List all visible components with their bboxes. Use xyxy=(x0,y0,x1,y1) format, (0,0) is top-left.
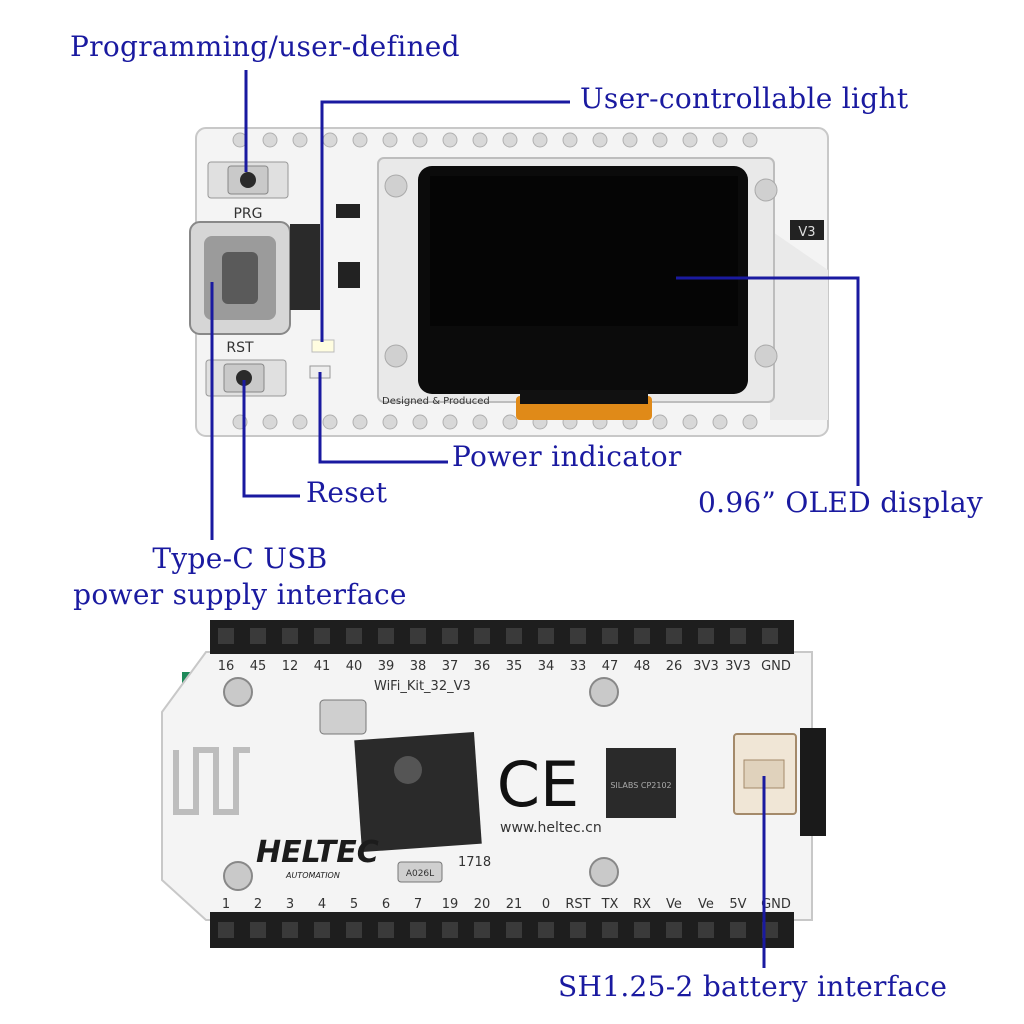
crystal-small xyxy=(397,861,443,883)
top-pin-label: 40 xyxy=(346,659,363,674)
rst-button xyxy=(205,359,287,397)
top-pin-label: 3V3 xyxy=(693,659,718,674)
top-pin-label: 45 xyxy=(250,659,267,674)
front-top-pinholes xyxy=(232,132,758,148)
bottom-pin-label: 0 xyxy=(542,897,550,912)
bottom-pin-label: 4 xyxy=(318,897,326,912)
back-board: 16 45 12 41 40 39 38 37 36 35 34 33 47 4… xyxy=(161,620,826,948)
usb-bridge-chip: SILABS CP2102 xyxy=(606,748,676,818)
top-pin-label: 37 xyxy=(442,659,459,674)
bottom-pin-labels: 1 2 3 4 5 6 7 19 20 21 0 RST TX RX Ve Ve… xyxy=(222,897,791,912)
bottom-pin-label: 3 xyxy=(286,897,294,912)
chip-silk: SILABS CP2102 xyxy=(610,781,671,790)
power-indicator-line xyxy=(318,372,448,464)
usb-label-line2: power supply interface xyxy=(73,578,407,611)
bottom-pin-label: 19 xyxy=(442,897,459,912)
bottom-pin-label: Ve xyxy=(698,897,714,912)
heltec-logo: HELTEC xyxy=(256,835,379,870)
back-bottom-header-pins xyxy=(218,922,778,938)
battery-connector xyxy=(733,733,797,815)
crystal-silk: A026L xyxy=(406,869,434,879)
oled-module xyxy=(377,157,778,420)
pcb-antenna-trace xyxy=(173,747,250,815)
top-pin-label: 34 xyxy=(538,659,555,674)
ce-mark: CE xyxy=(497,748,579,821)
bottom-pin-label: 20 xyxy=(474,897,491,912)
transistor xyxy=(336,204,360,218)
power-indicator-label: Power indicator xyxy=(452,440,682,473)
top-pin-label: 16 xyxy=(218,659,235,674)
back-usb-edge xyxy=(800,728,826,836)
top-pin-label: 26 xyxy=(666,659,683,674)
back-pcb xyxy=(161,651,813,921)
code-silk: 1718 xyxy=(458,855,491,870)
regulator xyxy=(338,262,360,288)
version-silk: V3 xyxy=(798,225,815,240)
top-pin-label: 33 xyxy=(570,659,587,674)
bottom-pin-label: 5V xyxy=(729,897,746,912)
bottom-pin-label: 6 xyxy=(382,897,390,912)
top-pin-label: GND xyxy=(761,659,791,674)
designed-silk: Designed & Produced xyxy=(382,396,490,407)
heltec-logo-sub: AUTOMATION xyxy=(285,871,340,880)
bottom-pin-label: RST xyxy=(565,897,590,912)
bottom-pin-label: 7 xyxy=(414,897,422,912)
bottom-pin-label: 2 xyxy=(254,897,262,912)
bottom-pin-label: 21 xyxy=(506,897,523,912)
oled-line xyxy=(676,276,860,486)
programming-label: Programming/user-defined xyxy=(70,30,460,63)
callout-lines xyxy=(210,70,860,968)
back-top-header-pins xyxy=(218,628,778,644)
bottom-pin-label: 5 xyxy=(350,897,358,912)
top-pin-labels: 16 45 12 41 40 39 38 37 36 35 34 33 47 4… xyxy=(218,659,791,674)
usb-label-line1: Type-C USB xyxy=(152,542,328,575)
top-pin-label: 36 xyxy=(474,659,491,674)
back-top-header xyxy=(210,620,794,654)
user-light-line xyxy=(320,100,570,342)
version-badge xyxy=(790,220,824,240)
top-pin-label: 12 xyxy=(282,659,299,674)
prg-button xyxy=(207,161,289,199)
user-light-label: User-controllable light xyxy=(580,82,909,115)
top-pin-label: 48 xyxy=(634,659,651,674)
chip-a xyxy=(290,224,320,310)
top-pin-label: 47 xyxy=(602,659,619,674)
rst-silk: RST xyxy=(226,340,254,356)
top-pin-label: 39 xyxy=(378,659,395,674)
url-silk: www.heltec.cn xyxy=(500,820,602,836)
back-bottom-header xyxy=(210,912,794,948)
oled-label: 0.96” OLED display xyxy=(698,486,983,519)
model-silk: WiFi_Kit_32_V3 xyxy=(374,679,471,694)
crystal xyxy=(319,699,367,735)
reset-label: Reset xyxy=(306,476,388,509)
mount-screws xyxy=(223,677,619,891)
prg-silk: PRG xyxy=(233,206,262,222)
esp32-chip xyxy=(354,731,482,853)
bottom-pin-label: GND xyxy=(761,897,791,912)
top-pin-label: 41 xyxy=(314,659,331,674)
bottom-pin-label: RX xyxy=(633,897,651,912)
top-pin-label: 38 xyxy=(410,659,427,674)
usb-c-connector xyxy=(189,221,291,335)
bottom-pin-label: 1 xyxy=(222,897,230,912)
front-board: PRG RST xyxy=(189,127,829,437)
bottom-pin-label: TX xyxy=(601,897,619,912)
top-pin-label: 3V3 xyxy=(725,659,750,674)
top-pin-label: 35 xyxy=(506,659,523,674)
battery-label: SH1.25-2 battery interface xyxy=(558,970,948,1003)
reset-line xyxy=(242,380,300,498)
bottom-pin-label: Ve xyxy=(666,897,682,912)
